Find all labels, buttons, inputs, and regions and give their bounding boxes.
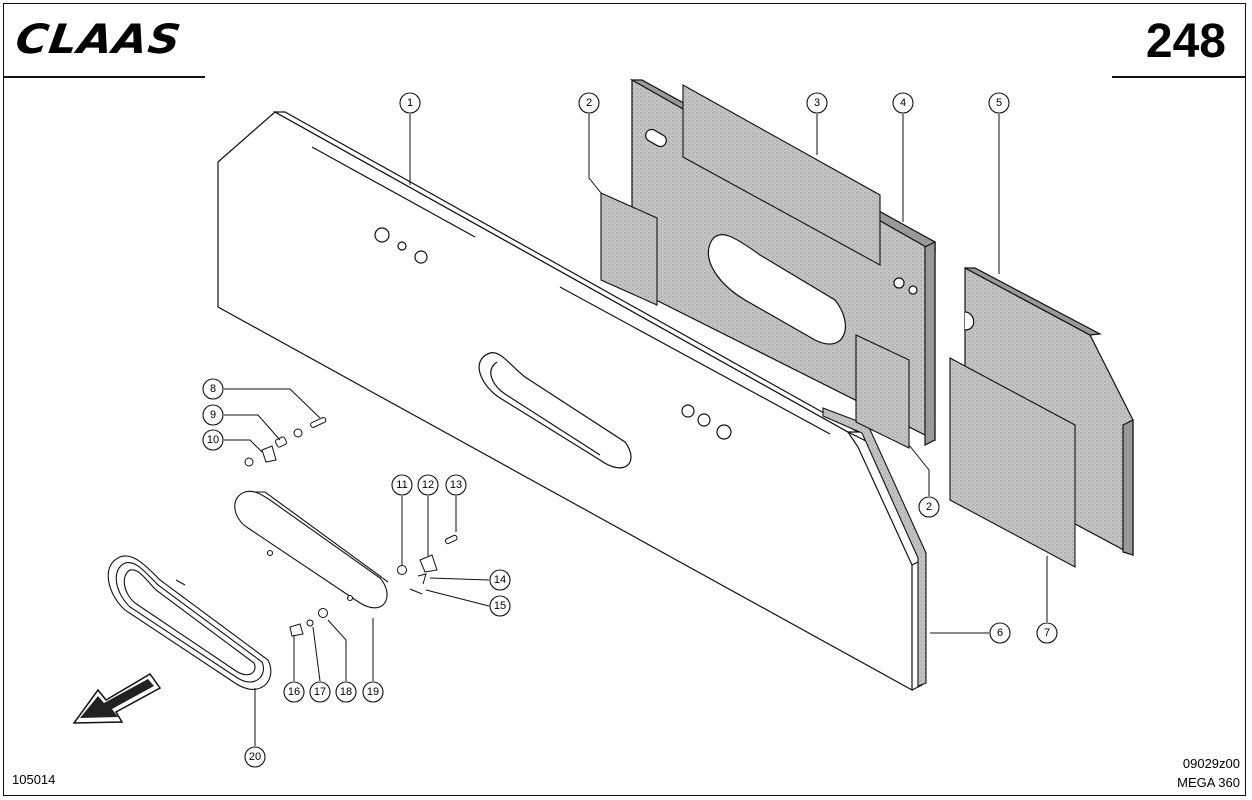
bracket-12-part — [419, 554, 438, 573]
callout-3: 3 — [806, 92, 828, 114]
page-number: 248 — [1145, 15, 1226, 68]
svg-text:13: 13 — [450, 479, 462, 491]
nut-10-part — [244, 457, 254, 467]
callout-20: 20 — [244, 746, 266, 768]
felt-strip-part — [682, 84, 881, 266]
callout-7: 7 — [1036, 622, 1058, 644]
svg-text:2: 2 — [926, 501, 932, 513]
svg-text:5: 5 — [996, 97, 1002, 109]
svg-text:15: 15 — [494, 600, 506, 612]
callout-2-bottom: 2 — [918, 496, 940, 518]
belt-loop-part — [107, 555, 272, 690]
spring-9-part — [274, 436, 288, 448]
callout-8: 8 — [202, 378, 224, 400]
drawing-number: 105014 — [12, 772, 56, 787]
svg-text:4: 4 — [900, 97, 906, 109]
callout-19: 19 — [362, 681, 384, 703]
main-panel-part — [217, 111, 923, 692]
hardware-parts — [244, 416, 458, 637]
callout-2-top: 2 — [578, 92, 600, 114]
callout-10: 10 — [202, 429, 224, 451]
logo-rule — [3, 76, 205, 78]
callout-17: 17 — [309, 681, 331, 703]
svg-text:9: 9 — [210, 409, 216, 421]
clip-10-part — [261, 445, 277, 463]
felt-pad-left-part — [600, 192, 658, 306]
svg-text:16: 16 — [288, 686, 300, 698]
callout-1: 1 — [399, 92, 421, 114]
bolt-8-part — [310, 416, 327, 428]
svg-text:6: 6 — [997, 627, 1003, 639]
svg-text:20: 20 — [249, 751, 261, 763]
svg-text:12: 12 — [422, 479, 434, 491]
page-number-rule — [1112, 76, 1246, 78]
cover-plate-part — [234, 490, 389, 609]
screw-13-part — [444, 534, 458, 545]
seal-strip-part — [822, 407, 927, 687]
svg-text:7: 7 — [1044, 627, 1050, 639]
callout-11: 11 — [391, 474, 413, 496]
callout-12: 12 — [417, 474, 439, 496]
washer-18-part — [318, 608, 328, 618]
washer-11-part — [397, 565, 407, 575]
svg-text:10: 10 — [207, 434, 219, 446]
svg-text:2: 2 — [586, 97, 592, 109]
callout-14: 14 — [489, 569, 511, 591]
callout-6: 6 — [989, 622, 1011, 644]
page-frame — [3, 3, 1246, 796]
svg-text:14: 14 — [494, 574, 506, 586]
leader-lines — [224, 114, 1048, 746]
svg-text:8: 8 — [210, 383, 216, 395]
svg-text:19: 19 — [367, 686, 379, 698]
nut-16-part — [289, 623, 304, 637]
model-name: MEGA 360 — [1177, 775, 1240, 790]
washer-9-part — [293, 428, 303, 438]
felt-pad-lower-part — [855, 334, 910, 449]
callout-18: 18 — [335, 681, 357, 703]
figure-info: 09029z00 MEGA 360 — [1177, 754, 1240, 792]
arrow-direction-icon — [72, 673, 162, 724]
callout-15: 15 — [489, 595, 511, 617]
svg-text:18: 18 — [340, 686, 352, 698]
felt-sheet-part — [949, 357, 1076, 568]
svg-text:1: 1 — [407, 97, 413, 109]
svg-text:11: 11 — [396, 479, 407, 491]
callout-13: 13 — [445, 474, 467, 496]
callout-4: 4 — [892, 92, 914, 114]
svg-text:3: 3 — [814, 97, 820, 109]
figure-code: 09029z00 — [1182, 756, 1240, 771]
wire-15-part — [409, 588, 423, 595]
callout-9: 9 — [202, 404, 224, 426]
callout-16: 16 — [283, 681, 305, 703]
pin-14-part — [417, 573, 427, 585]
washer-17-part — [306, 619, 314, 627]
svg-text:17: 17 — [314, 686, 326, 698]
callout-5: 5 — [988, 92, 1010, 114]
